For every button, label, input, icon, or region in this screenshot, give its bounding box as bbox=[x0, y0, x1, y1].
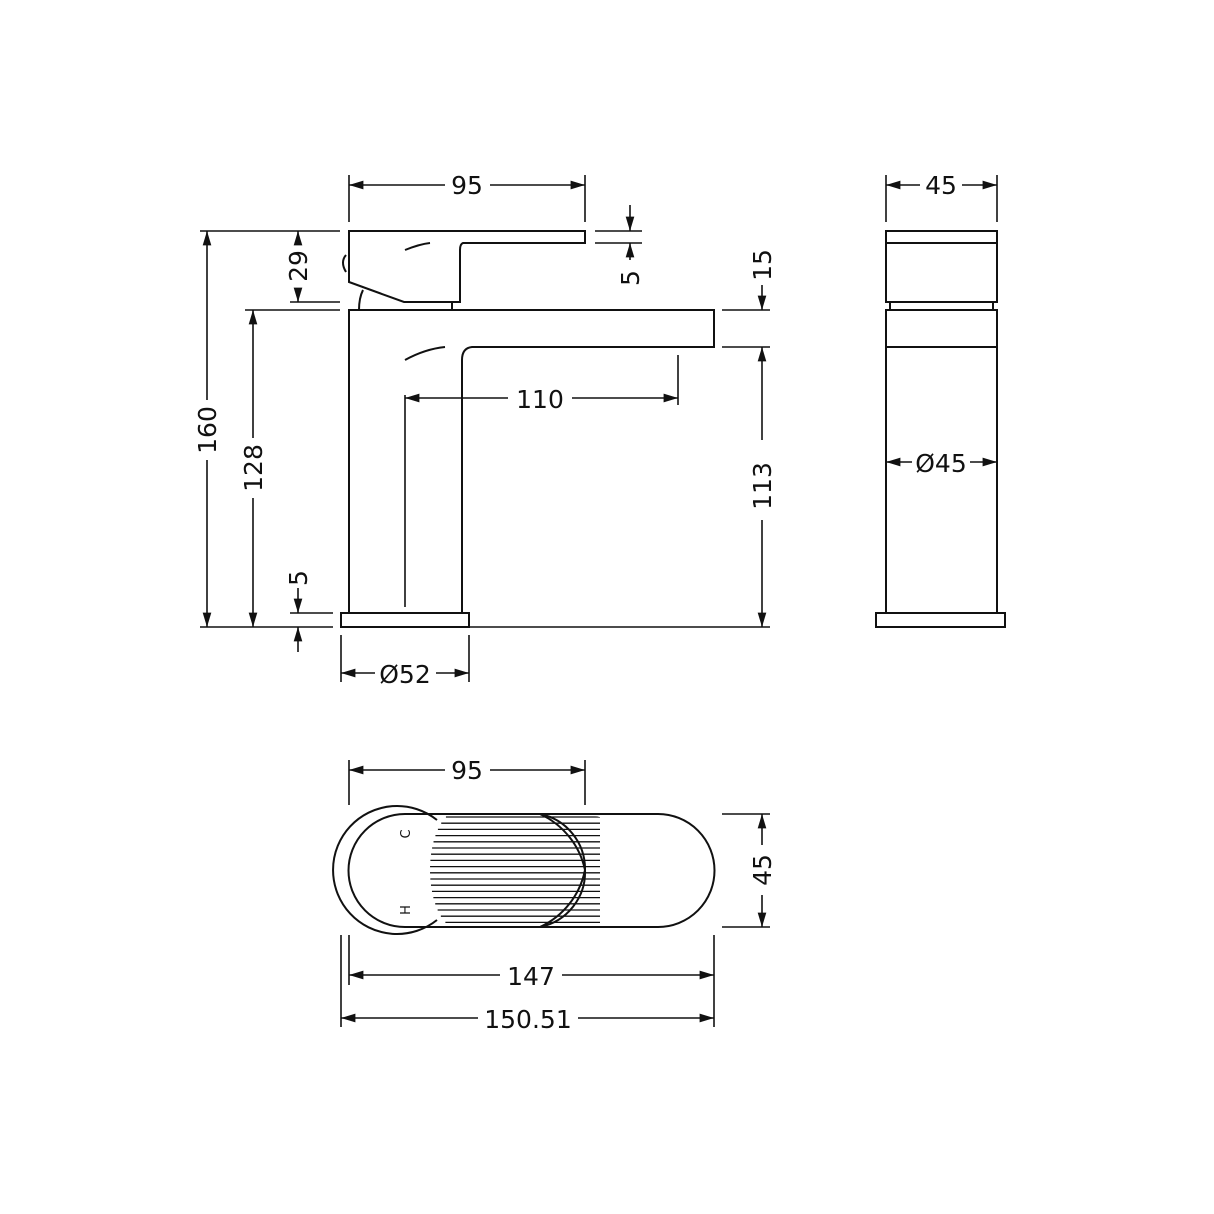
lever-grip-hatching bbox=[430, 815, 600, 927]
dim-handle-thickness: 5 bbox=[595, 205, 645, 286]
side-view: 95 5 160 29 128 5 Ø52 bbox=[193, 171, 777, 689]
dim-label: 128 bbox=[239, 444, 268, 492]
dim-label: 113 bbox=[748, 462, 777, 510]
dim-overall-length: 150.51 bbox=[340, 935, 714, 1034]
dim-label: 150.51 bbox=[484, 1005, 571, 1034]
dim-spout-reach: 110 bbox=[405, 355, 679, 414]
dim-body-height: 128 bbox=[239, 309, 340, 627]
dim-label: 15 bbox=[748, 249, 777, 281]
cold-label: C bbox=[399, 829, 414, 838]
lever-handle bbox=[342, 230, 586, 311]
dim-total-height: 160 bbox=[193, 230, 340, 628]
dim-label: Ø52 bbox=[379, 660, 431, 689]
dim-base-thickness: 5 bbox=[284, 570, 333, 652]
dim-label: Ø45 bbox=[915, 449, 967, 478]
dim-front-width: 45 bbox=[885, 171, 998, 222]
dim-label: 5 bbox=[284, 570, 313, 586]
dim-base-diameter: Ø52 bbox=[340, 635, 470, 689]
dim-label: 45 bbox=[748, 854, 777, 886]
dim-spout-length: 147 bbox=[348, 935, 715, 1027]
dim-label: 29 bbox=[284, 250, 313, 282]
dim-top-width: 45 bbox=[722, 813, 777, 928]
dim-label: 5 bbox=[616, 270, 645, 286]
tap-body bbox=[340, 309, 715, 628]
hot-label: H bbox=[399, 905, 414, 915]
dim-body-diameter: Ø45 bbox=[886, 449, 997, 478]
dim-label: 95 bbox=[451, 756, 483, 785]
dim-top-handle-length: 95 bbox=[348, 756, 586, 805]
dim-label: 160 bbox=[193, 406, 222, 454]
dim-handle-height: 29 bbox=[284, 231, 340, 303]
dim-label: 45 bbox=[925, 171, 957, 200]
dim-spout-thickness: 15 bbox=[722, 249, 777, 440]
dim-spout-height: 113 bbox=[469, 462, 777, 628]
top-view: C H 95 45 147 150.51 bbox=[332, 756, 777, 1034]
front-view: 45 Ø45 bbox=[875, 171, 1006, 628]
dim-label: 110 bbox=[516, 385, 564, 414]
dim-label: 147 bbox=[507, 962, 555, 991]
dim-label: 95 bbox=[451, 171, 483, 200]
dim-handle-length: 95 bbox=[348, 171, 586, 222]
